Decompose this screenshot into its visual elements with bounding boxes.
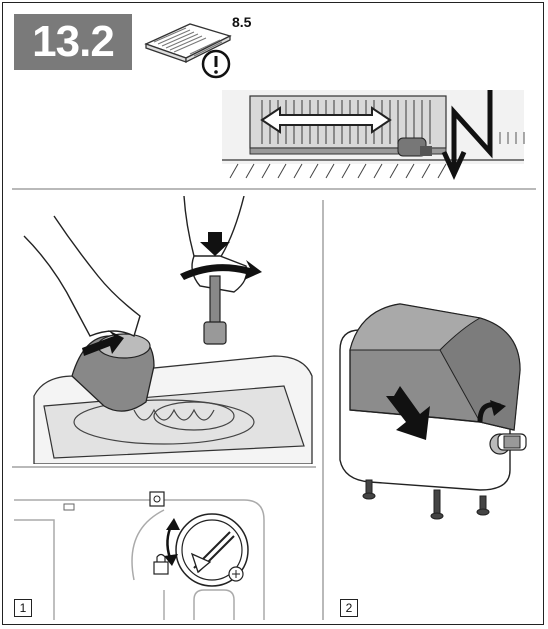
motor-housing-illustration bbox=[330, 200, 535, 530]
vertical-divider bbox=[322, 200, 324, 620]
lock-dial-detail bbox=[14, 470, 314, 620]
unlock-key-illustration bbox=[14, 196, 314, 464]
sliding-gate-diagram bbox=[222, 82, 532, 182]
panel-label-1: 1 bbox=[14, 599, 32, 617]
manual-page-reference: 8.5 bbox=[232, 14, 251, 30]
panel-label-2: 2 bbox=[340, 599, 358, 617]
header-divider bbox=[12, 188, 536, 190]
panel1-inner-divider bbox=[12, 466, 316, 468]
section-number-badge: 13.2 bbox=[14, 14, 132, 70]
